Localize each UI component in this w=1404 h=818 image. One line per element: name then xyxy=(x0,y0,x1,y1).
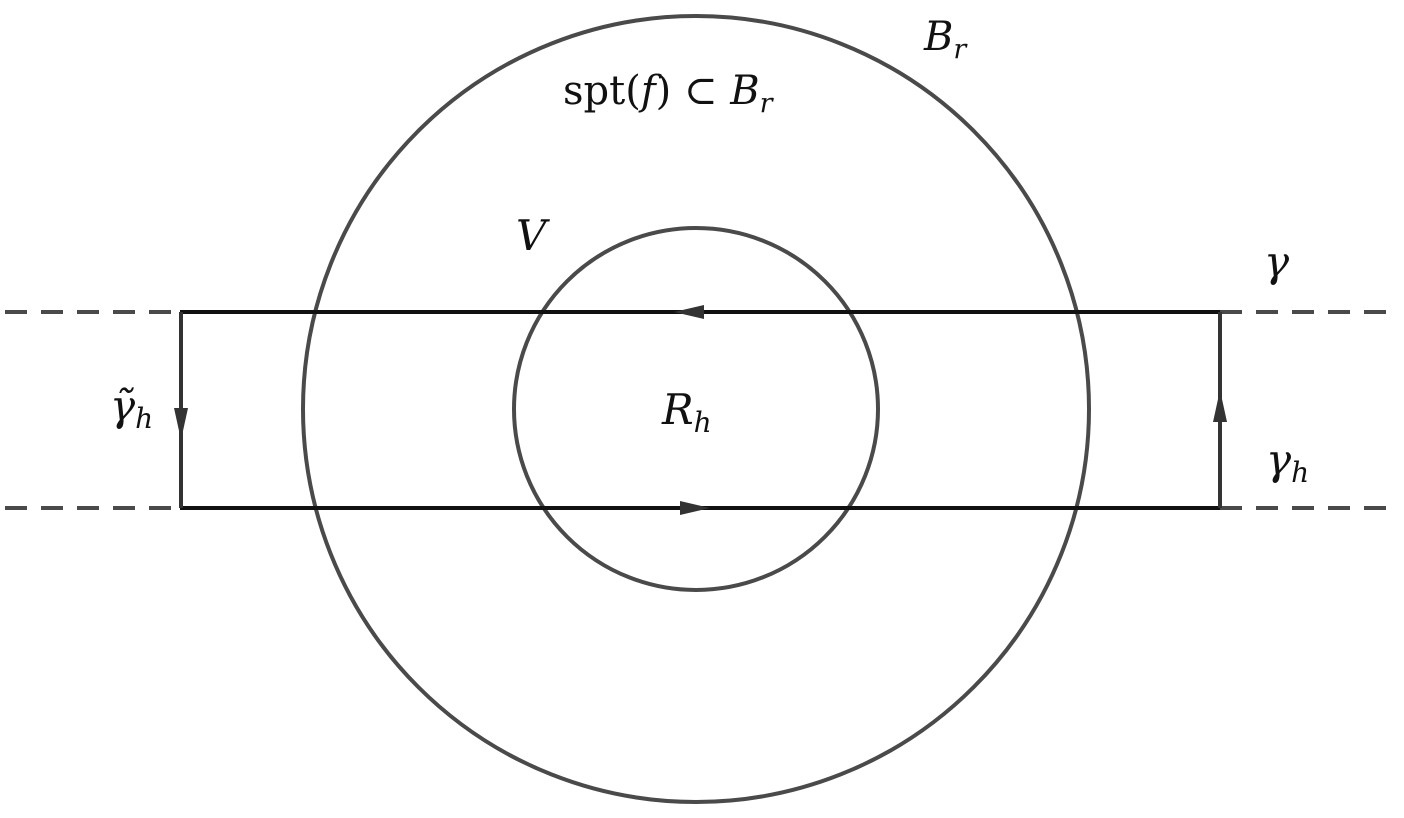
support-label-ball: B xyxy=(729,68,759,114)
reverse-curve-label-sub: h xyxy=(135,402,153,435)
reverse-curve-label: γ̃h xyxy=(110,381,153,435)
arrow-right-icon xyxy=(680,501,710,515)
curve-label: γ xyxy=(1264,237,1290,286)
arrow-up-icon xyxy=(1213,390,1227,422)
rectangle-label-sub: h xyxy=(694,406,712,439)
support-label: spt(f) ⊂ Br xyxy=(563,68,775,119)
inner-set-circle xyxy=(512,226,880,592)
inner-set-label: V xyxy=(516,211,550,260)
outer-ball-label: Br xyxy=(923,14,968,65)
outer-ball-label-main: B xyxy=(923,14,953,60)
outer-ball-circle xyxy=(301,14,1091,804)
support-label-prefix: spt( xyxy=(563,68,641,114)
support-label-mid: ) ⊂ xyxy=(656,68,731,114)
rectangle-label: Rh xyxy=(661,385,712,439)
outer-ball-label-sub: r xyxy=(953,34,968,65)
arrow-left-icon xyxy=(674,305,704,319)
support-label-sub: r xyxy=(760,88,775,119)
rectangle-label-main: R xyxy=(661,385,694,434)
reverse-curve-label-main: γ̃ xyxy=(110,381,136,430)
shifted-curve-label: γh xyxy=(1266,435,1309,489)
shifted-curve-label-sub: h xyxy=(1291,456,1309,489)
shifted-curve-label-main: γ xyxy=(1266,435,1292,484)
arrow-down-icon xyxy=(174,408,188,440)
